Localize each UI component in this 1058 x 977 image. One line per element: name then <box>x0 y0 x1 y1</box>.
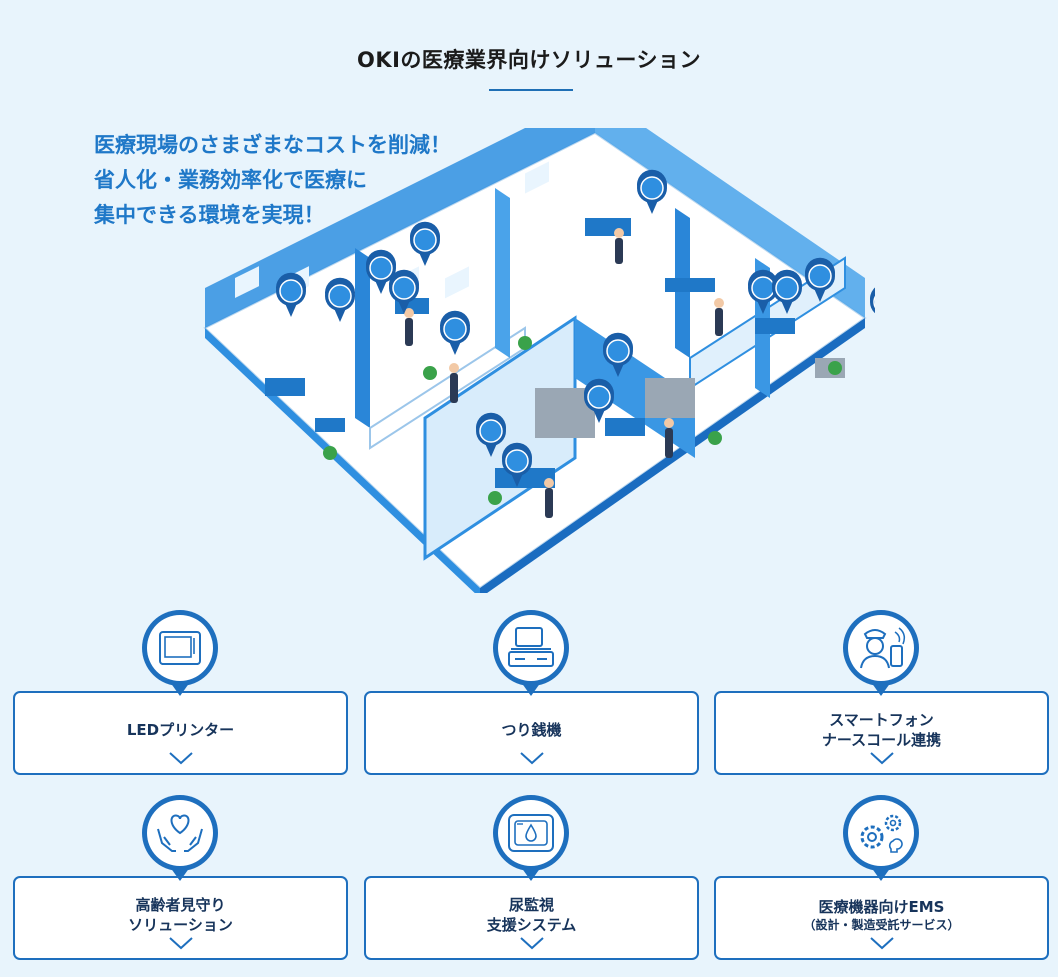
nurse-phone-icon <box>843 610 919 696</box>
chevron-down-icon[interactable] <box>519 936 545 950</box>
chevron-down-icon[interactable] <box>168 936 194 950</box>
card-label: LEDプリンター <box>126 721 235 739</box>
card-medical-ems[interactable]: 医療機器向けEMS （設計・製造受託サービス） <box>714 876 1049 960</box>
lead-text: 医療現場のさまざまなコストを削減！ 省人化・業務効率化で医療に 集中できる環境を… <box>94 128 554 233</box>
lead-line-3: 集中できる環境を実現！ <box>94 203 325 227</box>
lead-line-1: 医療現場のさまざまなコストを削減！ <box>94 133 451 157</box>
hospital-floor-illustration <box>203 128 875 593</box>
chevron-down-icon[interactable] <box>869 936 895 950</box>
card-label: スマートフォン <box>829 711 934 729</box>
heart-hands-icon <box>142 795 218 881</box>
chevron-down-icon[interactable] <box>168 751 194 765</box>
card-elderly-watch[interactable]: 高齢者見守り ソリューション <box>13 876 348 960</box>
chevron-down-icon[interactable] <box>519 751 545 765</box>
card-sublabel: （設計・製造受託サービス） <box>803 918 960 932</box>
page-title: OKIの医療業界向けソリューション <box>356 48 702 72</box>
card-sublabel: ソリューション <box>128 916 233 934</box>
monitor-tablet-icon <box>493 795 569 881</box>
cash-machine-icon <box>493 610 569 696</box>
card-label: 高齢者見守り <box>135 896 226 914</box>
card-label: つり銭機 <box>501 721 562 739</box>
card-label: 医療機器向けEMS <box>818 898 945 916</box>
chevron-down-icon[interactable] <box>869 751 895 765</box>
card-sublabel: ナースコール連携 <box>821 731 942 749</box>
card-smartphone-nursecall[interactable]: スマートフォン ナースコール連携 <box>714 691 1049 775</box>
card-cash-machine[interactable]: つり銭機 <box>364 691 699 775</box>
title-underline <box>489 89 573 91</box>
card-sublabel: 支援システム <box>486 916 577 934</box>
card-urine-monitor[interactable]: 尿監視 支援システム <box>364 876 699 960</box>
card-led-printer[interactable]: LEDプリンター <box>13 691 348 775</box>
card-label: 尿監視 <box>508 896 554 914</box>
gears-icon <box>843 795 919 881</box>
printer-icon <box>142 610 218 696</box>
lead-line-2: 省人化・業務効率化で医療に <box>94 168 367 192</box>
